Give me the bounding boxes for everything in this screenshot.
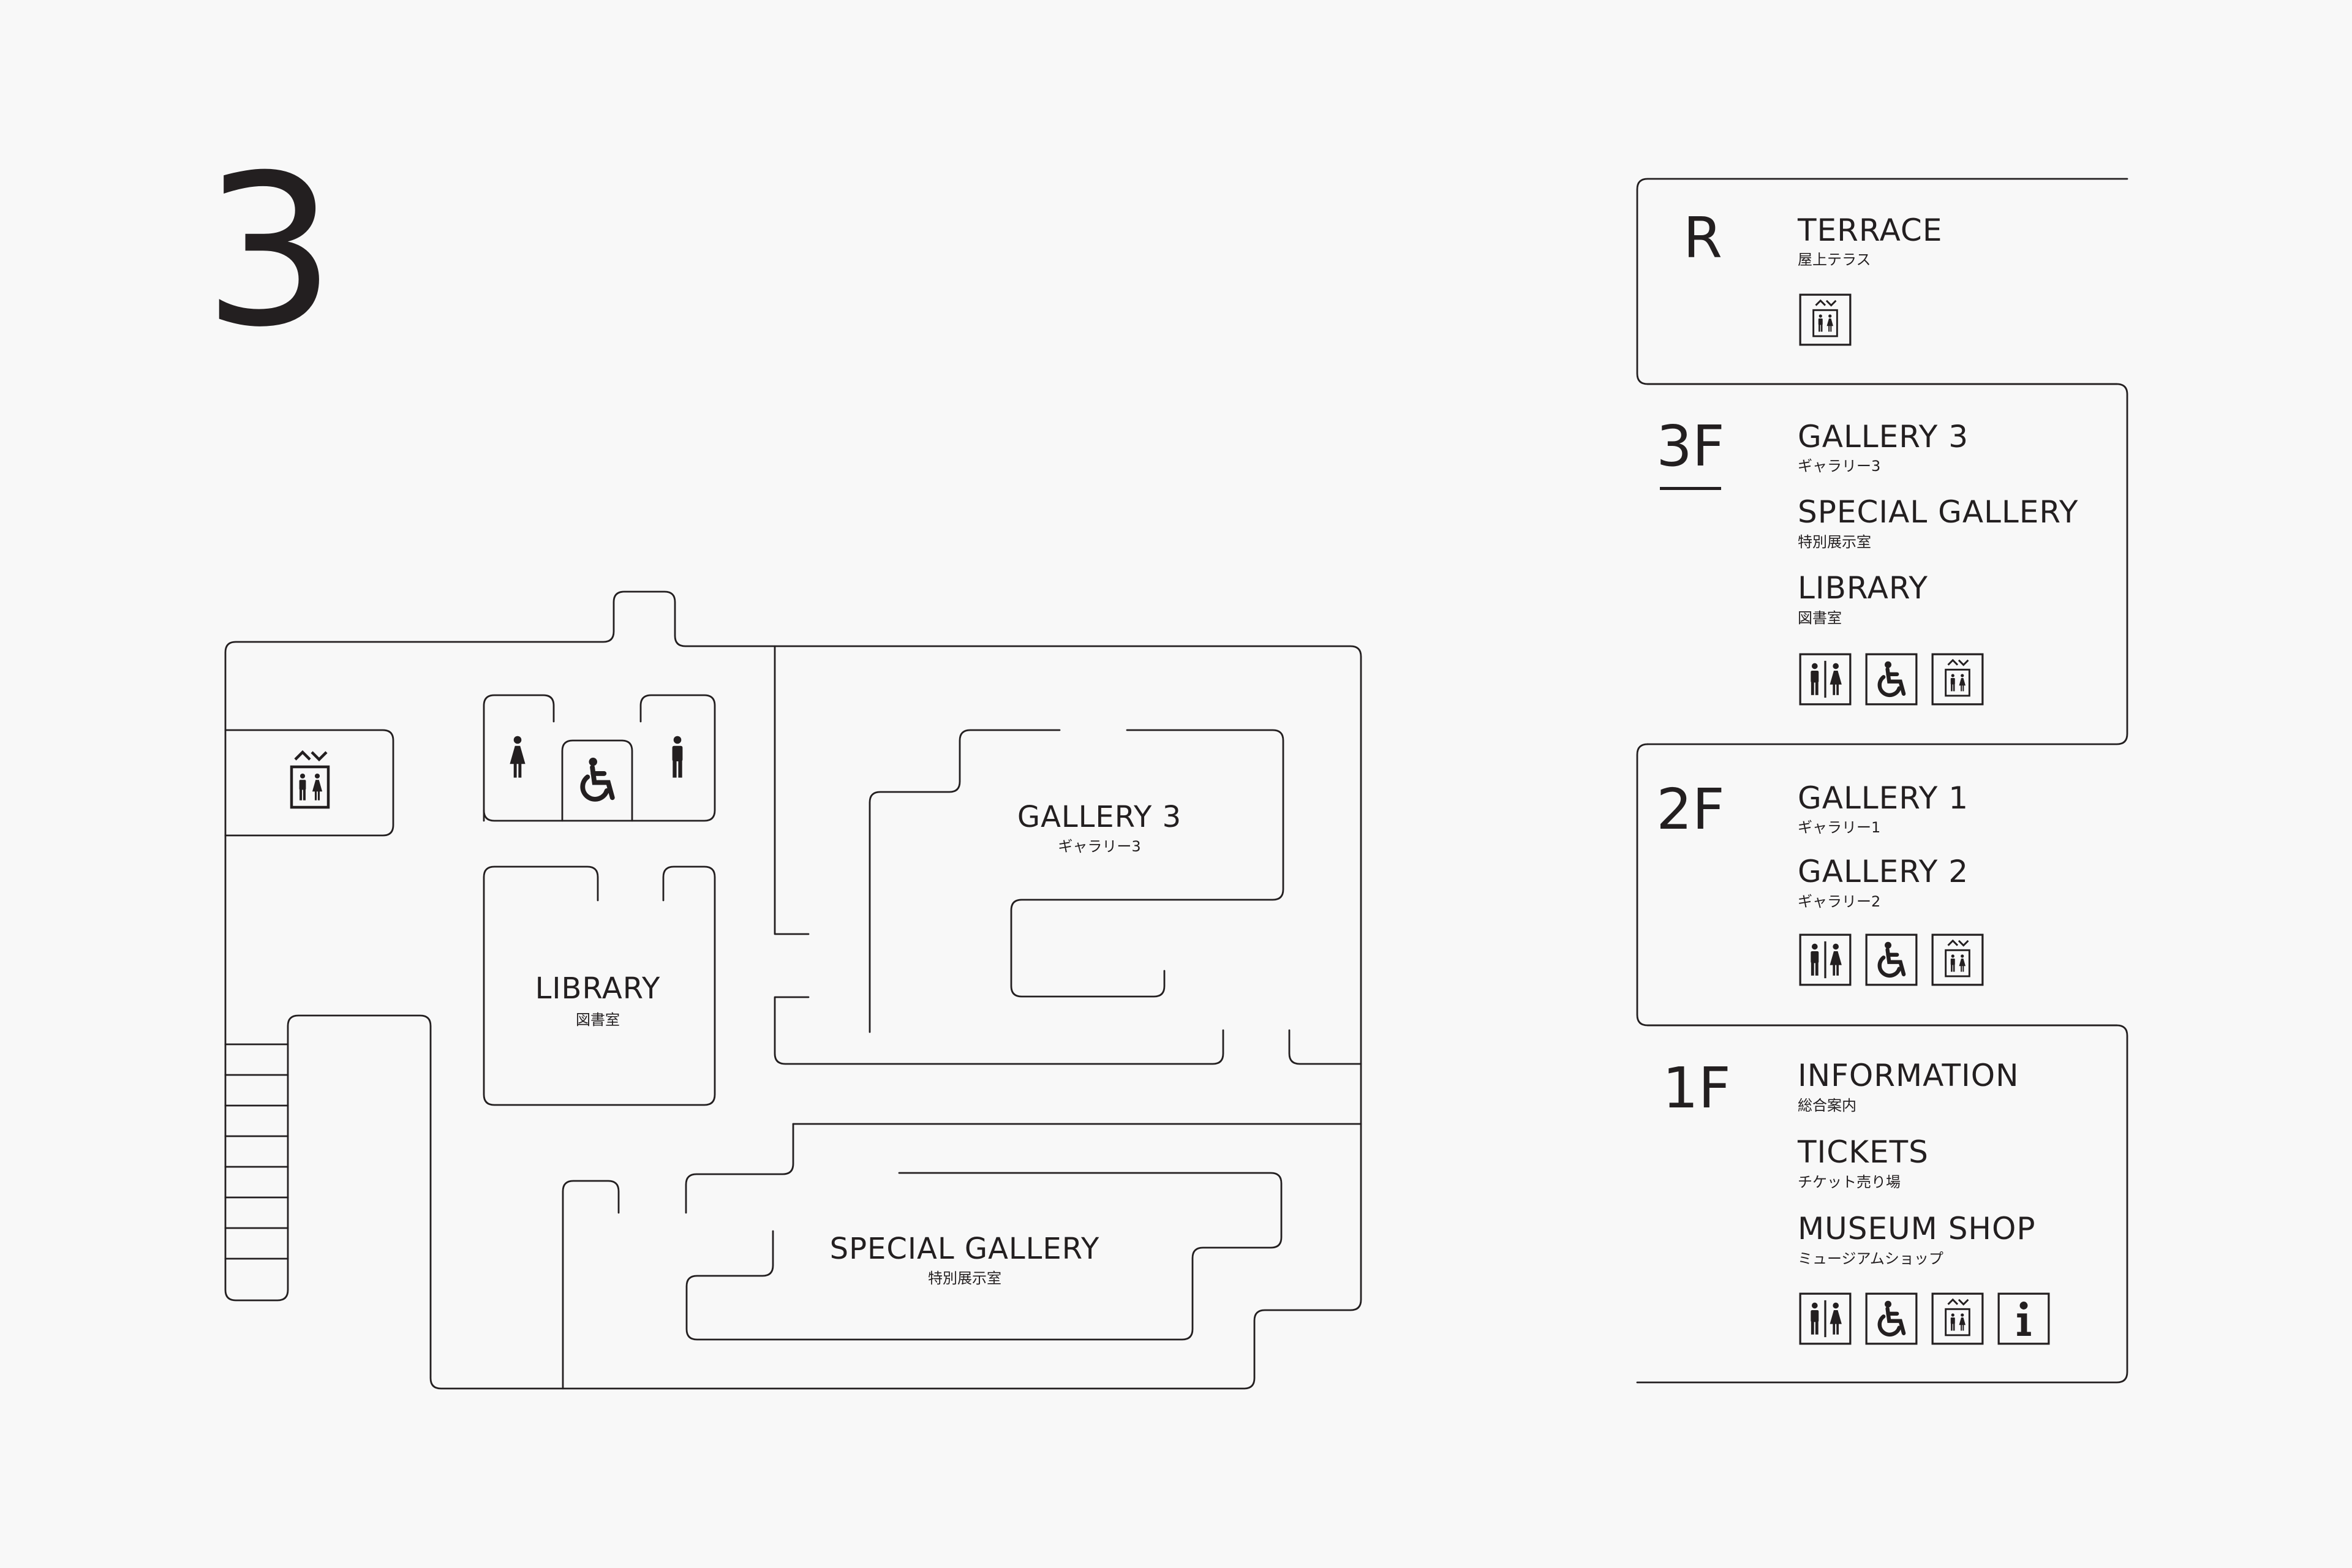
current-floor-number: 3 — [203, 130, 336, 373]
floor-plan: LIBRARY 図書室 GALLERY 3 ギャラリー3 SPECIAL GAL… — [224, 590, 1362, 1390]
gallery-3-label-jp: ギャラリー3 — [1058, 838, 1140, 855]
information-icon — [1997, 1292, 2050, 1345]
elevator-icon — [1932, 1294, 1983, 1344]
facility-name: GALLERY 1 — [1798, 780, 1969, 816]
restroom-icon — [1800, 1294, 1850, 1344]
current-level-underline — [1660, 487, 1721, 490]
directory-level-1f: 1F INFORMATION 総合案内 TICKETS チケット売り場 MUSE… — [1662, 1055, 2050, 1345]
facility-name: INFORMATION — [1798, 1058, 2019, 1093]
facility-name-jp: 図書室 — [1798, 609, 1842, 627]
gallery-3-room — [774, 645, 1362, 1065]
male-restroom-room — [483, 694, 716, 822]
elevator-icon — [1800, 295, 1850, 345]
library-room — [483, 865, 716, 1106]
facility-name: LIBRARY — [1798, 570, 1928, 606]
special-gallery-room — [562, 1123, 1362, 1390]
facility-name: TICKETS — [1797, 1134, 1929, 1170]
facility-name: GALLERY 3 — [1798, 419, 1969, 454]
facility-name-jp: ギャラリー1 — [1798, 819, 1880, 836]
facility-name-jp: ミュージアムショップ — [1798, 1250, 1943, 1267]
restroom-icon — [1800, 935, 1850, 985]
directory-level-3f: 3F GALLERY 3 ギャラリー3 SPECIAL GALLERY 特別展示… — [1656, 413, 2078, 704]
facility-name-jp: 屋上テラス — [1798, 251, 1871, 268]
directory-level-r: R TERRACE 屋上テラス — [1683, 205, 1942, 345]
facility-name-jp: ギャラリー3 — [1798, 458, 1880, 475]
wheelchair-icon — [1866, 935, 1917, 985]
floor-directory: R TERRACE 屋上テラス 3F GALLERY 3 ギャラリー3 SPEC… — [1636, 178, 2128, 1384]
special-gallery-label-jp: 特別展示室 — [928, 1270, 1001, 1287]
level-label: 1F — [1662, 1055, 1730, 1121]
female-restroom-room — [483, 694, 555, 822]
directory-level-2f: 2F GALLERY 1 ギャラリー1 GALLERY 2 ギャラリー2 — [1656, 777, 1983, 985]
elevator-room — [224, 729, 394, 837]
male-restroom-icon — [672, 736, 683, 778]
accessible-restroom-room — [561, 739, 633, 822]
elevator-icon — [1932, 935, 1983, 985]
facility-name-jp: チケット売り場 — [1798, 1174, 1901, 1191]
wheelchair-icon — [1866, 654, 1917, 704]
facility-name: SPECIAL GALLERY — [1798, 494, 2078, 530]
level-label: R — [1683, 205, 1722, 271]
directory-panel-2f — [1636, 743, 2118, 1027]
facility-name: TERRACE — [1797, 213, 1942, 248]
facility-name-jp: 総合案内 — [1798, 1097, 1856, 1114]
library-label: LIBRARY — [535, 971, 661, 1006]
facility-name: GALLERY 2 — [1798, 854, 1969, 889]
restroom-icon — [1800, 654, 1850, 704]
directory-panel-1f — [1636, 1024, 2128, 1384]
map-elevator-icon — [292, 752, 328, 807]
facility-name-jp: ギャラリー2 — [1798, 893, 1880, 910]
gallery-3-label: GALLERY 3 — [1017, 800, 1182, 834]
outer-wall — [224, 590, 1362, 1390]
wheelchair-icon — [582, 758, 612, 799]
directory-panel-r — [1636, 178, 2128, 385]
facility-name-jp: 特別展示室 — [1798, 533, 1871, 551]
facility-name: MUSEUM SHOP — [1798, 1211, 2036, 1246]
stairs — [224, 1043, 289, 1260]
directory-panel-3f — [1646, 383, 2128, 745]
wheelchair-icon — [1866, 1294, 1917, 1344]
special-gallery-label: SPECIAL GALLERY — [830, 1232, 1100, 1266]
library-label-jp: 図書室 — [576, 1011, 620, 1028]
elevator-icon — [1932, 654, 1983, 704]
female-restroom-icon — [510, 736, 526, 778]
level-label: 3F — [1656, 413, 1724, 479]
level-label: 2F — [1656, 777, 1724, 842]
